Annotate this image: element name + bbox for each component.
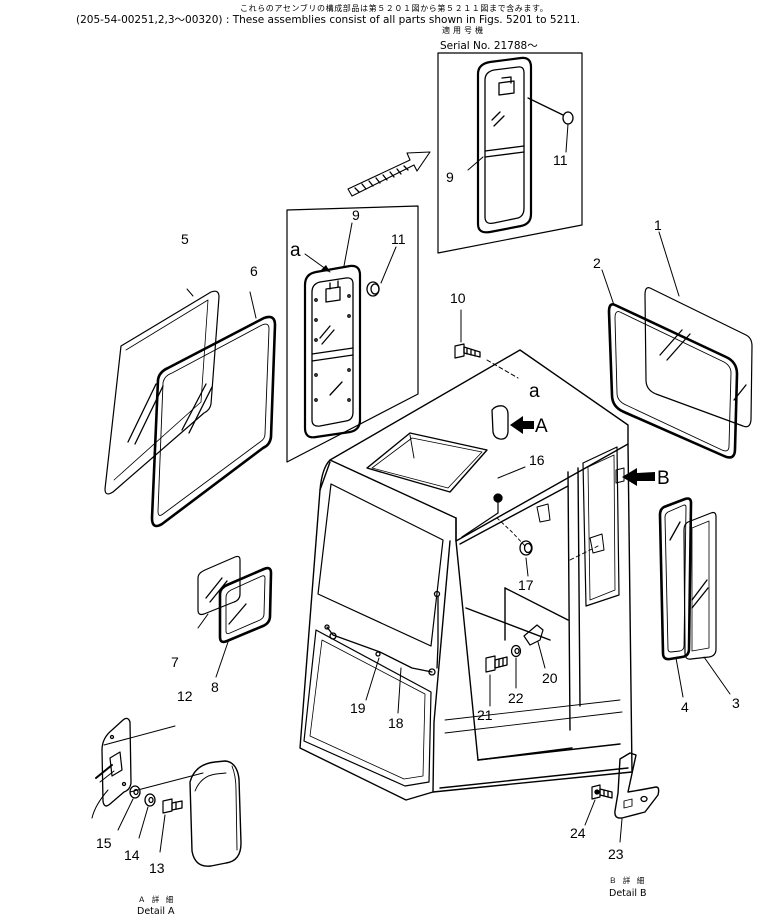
door-detail-box [286, 205, 419, 463]
callout-22: 22 [508, 690, 524, 706]
right-window-seal [601, 231, 739, 459]
door-lock-rod [324, 590, 441, 714]
variant-door-window [476, 56, 533, 234]
latch-knob [491, 405, 534, 440]
callout-11-mid: 11 [391, 231, 406, 247]
callout-16: 16 [529, 452, 545, 468]
callout-23: 23 [608, 846, 624, 862]
callout-5: 5 [181, 231, 189, 247]
callout-8: 8 [211, 679, 219, 695]
callout-6: 6 [250, 263, 258, 279]
detail-b-arrow [615, 467, 655, 486]
callout-2: 2 [593, 255, 601, 271]
callout-17: 17 [518, 577, 534, 593]
japanese-note: これらのアセンブリの構成部品は第５２０１図から第５２１１図まで含みます。 [240, 4, 549, 13]
detail-b-label: Detail B [609, 888, 647, 899]
callout-18: 18 [388, 715, 404, 731]
catch-bolt [485, 655, 508, 707]
catch-washer [510, 644, 522, 689]
callout-11-top: 11 [553, 152, 568, 168]
callout-15: 15 [96, 835, 112, 851]
detail-a-label: Detail A [137, 906, 175, 917]
callout-3: 3 [732, 695, 740, 711]
detail-a-screw [159, 798, 183, 853]
left-window-seal [150, 291, 277, 528]
serial-variant-door-detail [437, 52, 583, 254]
left-window-glass [104, 288, 220, 495]
door-catch [523, 624, 546, 669]
callout-9-top: 9 [446, 169, 454, 185]
rear-window-seal [658, 497, 693, 698]
cab-frame [299, 349, 633, 801]
detail-a-washers [117, 785, 156, 839]
callout-12: 12 [177, 688, 193, 704]
roof-bolt [454, 309, 519, 379]
detail-b-bolt [584, 784, 613, 826]
variant-seal-plug [527, 97, 574, 125]
callout-24: 24 [570, 825, 586, 841]
rear-window-glass [683, 511, 731, 695]
detail-a-cover [189, 760, 242, 867]
marker-B: B [657, 468, 670, 489]
marker-A: A [535, 416, 548, 437]
serial-number-label: Serial No. 21788～ [440, 40, 538, 52]
callout-19: 19 [350, 700, 366, 716]
detail-a-handle-assembly [91, 717, 204, 819]
cab-rod [461, 466, 526, 538]
detail-b-bracket [614, 752, 660, 843]
door-seal-plug [366, 281, 380, 297]
callout-7: 7 [171, 654, 179, 670]
callout-21: 21 [477, 707, 493, 723]
callout-10: 10 [450, 290, 466, 306]
callout-14: 14 [124, 847, 140, 863]
callout-20: 20 [542, 670, 558, 686]
hatched-arrow-icon [347, 151, 431, 197]
callout-1: 1 [654, 217, 662, 233]
marker-a-upper: a [290, 240, 301, 261]
door-window [303, 264, 362, 439]
detail-a-japanese: Ａ 詳 細 [138, 894, 175, 904]
grommet [519, 540, 533, 577]
callout-9-mid: 9 [352, 207, 360, 223]
callout-labels: 1 2 3 4 5 6 7 8 9 9 10 11 11 12 13 14 15… [96, 152, 740, 917]
assembly-note: (205-54-00251,2,3～00320) : These assembl… [76, 14, 580, 26]
small-window-seal [215, 566, 273, 678]
callout-13: 13 [149, 860, 165, 876]
serial-japanese-label: 適用号機 [442, 26, 486, 35]
detail-b-japanese: Ｂ 詳 細 [609, 875, 646, 885]
callout-4: 4 [681, 699, 689, 715]
small-window-glass [197, 555, 241, 629]
marker-a-lower: a [529, 381, 540, 402]
